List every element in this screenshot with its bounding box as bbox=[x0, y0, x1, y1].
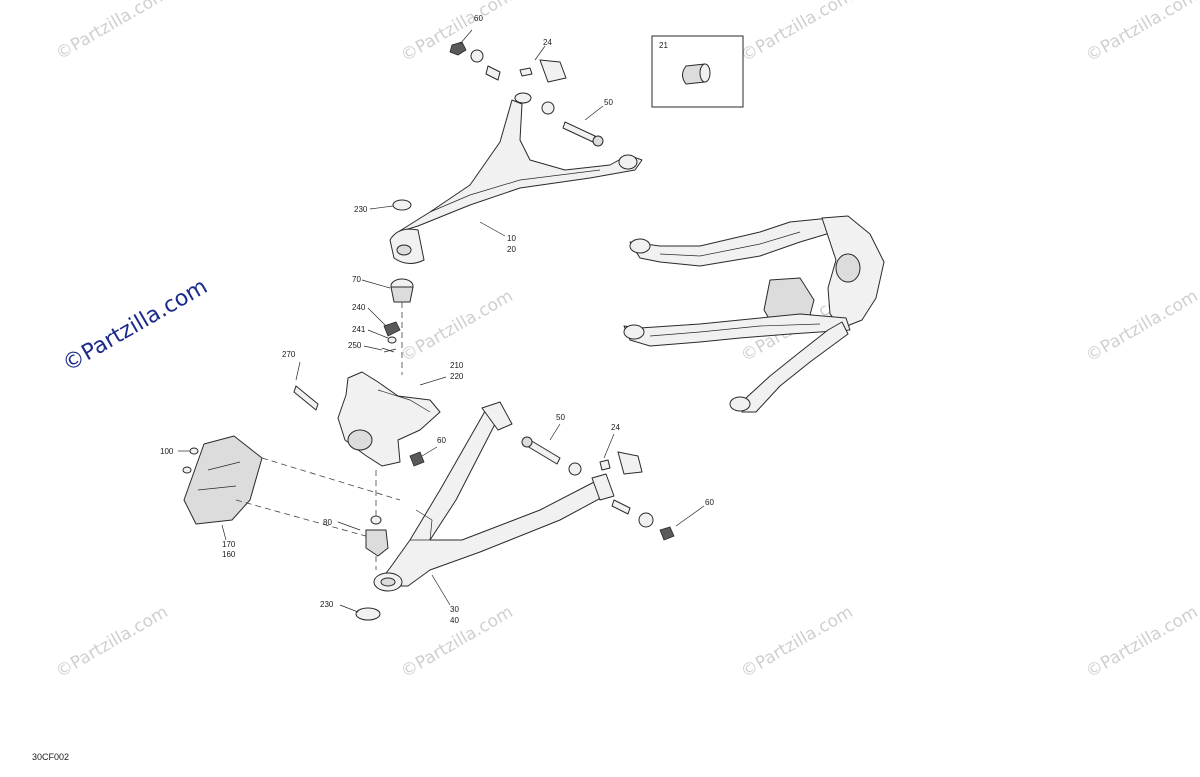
upper-arm-body bbox=[397, 99, 643, 233]
callout-80: 80 bbox=[323, 518, 332, 527]
inset-part-21: 21 bbox=[651, 35, 744, 108]
callout-24-top: 24 bbox=[543, 38, 552, 47]
callout-10: 10 bbox=[507, 234, 516, 243]
upper-arm-hole bbox=[396, 244, 412, 256]
callout-50-bot: 50 bbox=[556, 413, 565, 422]
spacer-bot bbox=[611, 499, 631, 515]
bushing-end bbox=[699, 63, 711, 83]
upper-ball-joint bbox=[381, 199, 414, 375]
circlip-230-bot bbox=[355, 607, 381, 621]
knuckle-bore bbox=[347, 429, 373, 451]
screw-100-b bbox=[182, 466, 192, 474]
washer-50-top bbox=[541, 101, 555, 115]
screw-100-a bbox=[189, 447, 199, 455]
washer-top bbox=[470, 49, 484, 63]
callout-230-top: 230 bbox=[354, 205, 368, 214]
clip-24-bot bbox=[599, 459, 611, 471]
watermark: ©Partzilla.com bbox=[738, 602, 857, 682]
watermark: ©Partzilla.com bbox=[398, 602, 517, 682]
watermark: ©Partzilla.com bbox=[398, 286, 517, 366]
callout-250: 250 bbox=[348, 341, 362, 350]
upper-rear-bushing bbox=[618, 154, 638, 170]
assembled-bushing-b bbox=[623, 324, 645, 340]
washer-bot bbox=[638, 512, 654, 528]
assembled-suspension bbox=[623, 215, 885, 413]
callout-70: 70 bbox=[352, 275, 361, 284]
bracket-24-top bbox=[539, 59, 567, 83]
lower-rear-bushing bbox=[591, 473, 615, 501]
circlip-230-top bbox=[392, 199, 412, 211]
spacer-top bbox=[485, 65, 501, 81]
bolt-50-top-head bbox=[592, 135, 604, 147]
bolt-50-bot-head bbox=[521, 436, 533, 448]
lower-a-arm bbox=[373, 401, 615, 592]
skid-plate bbox=[178, 435, 401, 541]
callout-100: 100 bbox=[160, 447, 174, 456]
ball-joint-80-stud bbox=[370, 515, 382, 525]
ball-joint-80 bbox=[365, 529, 389, 557]
assembled-bushing-a bbox=[629, 238, 651, 254]
callout-50-top: 50 bbox=[604, 98, 613, 107]
assembled-knuckle-bore bbox=[835, 253, 861, 283]
watermarks: ©Partzilla.com ©Partzilla.com ©Partzilla… bbox=[53, 0, 1200, 682]
callout-240: 240 bbox=[352, 303, 366, 312]
callout-220: 220 bbox=[450, 372, 464, 381]
callout-40: 40 bbox=[450, 616, 459, 625]
washer-50-bot bbox=[568, 462, 582, 476]
watermark: ©Partzilla.com bbox=[738, 0, 857, 66]
lower-hardware bbox=[521, 423, 705, 541]
steering-knuckle bbox=[293, 361, 447, 467]
diagram-code: 30CF002 bbox=[32, 752, 70, 762]
bolt-50-top-shank bbox=[562, 121, 596, 143]
knuckle-body bbox=[337, 371, 441, 467]
nut-60-bot bbox=[659, 526, 675, 541]
inset-frame bbox=[651, 35, 744, 108]
watermark-prominent: ©Partzilla.com bbox=[59, 274, 212, 377]
watermark: ©Partzilla.com bbox=[1083, 0, 1200, 66]
lower-ball-joint bbox=[337, 470, 389, 621]
watermark: ©Partzilla.com bbox=[1083, 286, 1200, 366]
callout-60-bot: 60 bbox=[705, 498, 714, 507]
upper-front-bushing bbox=[514, 92, 532, 104]
lower-arm-hole bbox=[380, 577, 396, 587]
upper-hardware bbox=[449, 29, 604, 147]
skid-plate-body bbox=[183, 435, 263, 525]
bracket-24-bot bbox=[617, 451, 643, 475]
assembled-lower-arm-rear bbox=[741, 321, 849, 413]
nut-60-top bbox=[449, 41, 467, 56]
assembled-bushing-c bbox=[729, 396, 751, 412]
callout-20: 20 bbox=[507, 245, 516, 254]
callout-30: 30 bbox=[450, 605, 459, 614]
watermark: ©Partzilla.com bbox=[398, 0, 517, 66]
upper-a-arm bbox=[389, 92, 643, 264]
callout-210: 210 bbox=[450, 361, 464, 370]
clip-24-top bbox=[519, 67, 533, 77]
washer-241 bbox=[387, 336, 397, 344]
watermark: ©Partzilla.com bbox=[1083, 602, 1200, 682]
assembled-lower-arm-front bbox=[623, 313, 851, 347]
callout-230-bot: 230 bbox=[320, 600, 334, 609]
callout-21: 21 bbox=[659, 41, 668, 50]
callout-270: 270 bbox=[282, 350, 296, 359]
ball-joint-70-body bbox=[390, 286, 414, 303]
callout-241: 241 bbox=[352, 325, 366, 334]
watermark: ©Partzilla.com bbox=[53, 0, 172, 64]
nut-240 bbox=[383, 321, 401, 337]
callouts: 60 24 50 230 10 20 70 240 241 250 270 21… bbox=[160, 14, 714, 625]
callout-170: 170 bbox=[222, 540, 236, 549]
lower-front-bushing bbox=[481, 401, 513, 431]
callout-24-bot: 24 bbox=[611, 423, 620, 432]
assembled-upper-arm bbox=[629, 217, 841, 267]
callout-60-top: 60 bbox=[474, 14, 483, 23]
callout-60-mid: 60 bbox=[437, 436, 446, 445]
callout-160: 160 bbox=[222, 550, 236, 559]
bolt-270 bbox=[293, 385, 319, 411]
nut-60-mid bbox=[409, 451, 425, 467]
watermark: ©Partzilla.com bbox=[53, 602, 172, 682]
